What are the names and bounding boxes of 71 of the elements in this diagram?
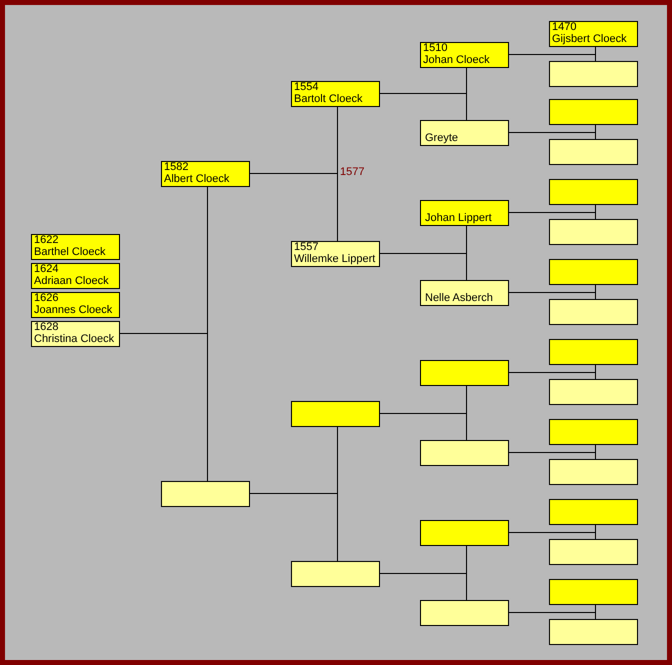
person-name: Willemke Lippert — [293, 254, 376, 265]
person-box — [549, 139, 638, 165]
person-box — [420, 120, 509, 146]
year-label: 1470 — [551, 22, 578, 34]
connector-line — [120, 333, 208, 482]
person-box — [549, 259, 638, 285]
person-box — [549, 539, 638, 565]
person-name: Joannes Cloeck — [33, 304, 114, 316]
connector-line — [508, 612, 596, 620]
connector-line — [250, 173, 338, 242]
year-label: 1626 — [33, 293, 60, 304]
year-label: 1622 — [33, 235, 60, 246]
person-box — [420, 600, 509, 626]
person-box — [549, 21, 638, 47]
person-box — [291, 401, 380, 427]
person-box — [31, 234, 120, 260]
connector-line — [508, 452, 596, 460]
connector-line — [380, 573, 467, 600]
person-box — [549, 499, 638, 525]
person-box — [420, 360, 509, 386]
connector-line — [250, 493, 338, 562]
person-name: Gijsbert Cloeck — [551, 34, 628, 45]
connector-line — [508, 532, 596, 540]
connector-line — [380, 413, 467, 440]
person-box — [549, 99, 638, 125]
connector-line — [508, 54, 596, 62]
person-box — [549, 459, 638, 485]
person-box — [549, 339, 638, 365]
connector-line — [508, 292, 596, 300]
person-name: Greyte — [424, 132, 460, 144]
person-box — [31, 263, 120, 289]
person-box — [161, 161, 250, 187]
year-label: 1582 — [163, 162, 190, 174]
person-box — [420, 200, 509, 226]
person-name: Bartolt Cloeck — [293, 94, 364, 105]
person-name: Barthel Cloeck — [33, 246, 107, 258]
person-box — [549, 299, 638, 325]
connector-line — [380, 253, 467, 280]
year-label: 1628 — [33, 322, 60, 334]
person-box — [291, 81, 380, 107]
person-box — [549, 219, 638, 245]
person-box — [291, 241, 380, 267]
connector-line — [380, 93, 467, 120]
connector-line — [508, 372, 596, 380]
year-label: 1557 — [293, 242, 320, 254]
year-label: 1624 — [33, 264, 60, 276]
year-label: 1510 — [422, 43, 448, 54]
marriage-year-label: 1577 — [340, 166, 364, 178]
person-name: Albert Cloeck — [163, 174, 230, 185]
person-box — [549, 419, 638, 445]
person-box — [161, 481, 250, 507]
person-box — [549, 61, 638, 87]
person-box — [420, 520, 509, 546]
person-name: Johan Lippert — [424, 212, 493, 224]
person-box — [31, 292, 120, 318]
person-name: Christina Cloeck — [33, 334, 116, 345]
person-name: Johan Cloeck — [422, 54, 491, 66]
person-name: Adriaan Cloeck — [33, 276, 110, 287]
person-box — [549, 379, 638, 405]
person-box — [420, 42, 509, 68]
connector-line — [508, 212, 596, 220]
connector-line — [508, 132, 596, 140]
person-name: Nelle Asberch — [424, 292, 494, 304]
person-box — [31, 321, 120, 347]
year-label: 1554 — [293, 82, 320, 94]
person-box — [420, 280, 509, 306]
person-box — [420, 440, 509, 466]
person-box — [291, 561, 380, 587]
person-box — [549, 579, 638, 605]
person-box — [549, 619, 638, 645]
person-box — [549, 179, 638, 205]
